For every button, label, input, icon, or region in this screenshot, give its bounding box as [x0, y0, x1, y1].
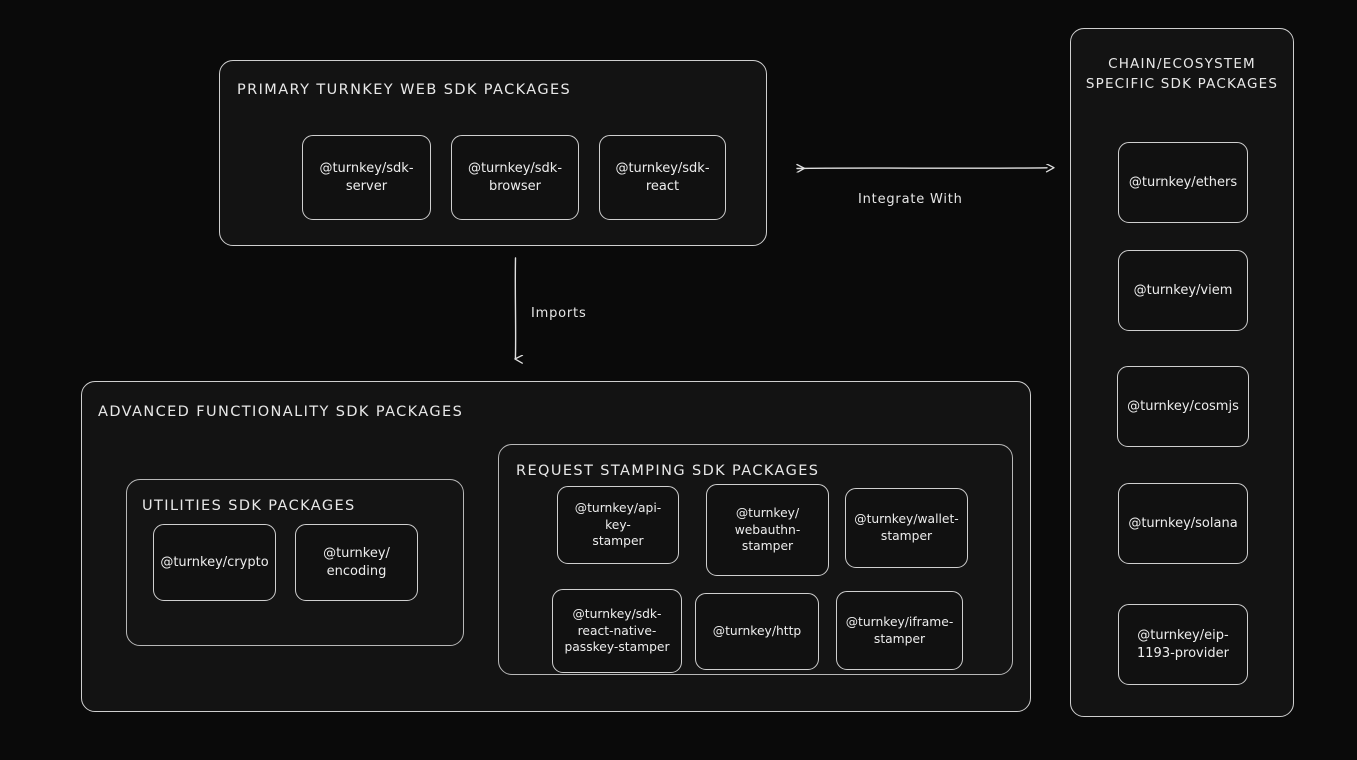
package-ethers[interactable]: @turnkey/ethers [1118, 142, 1248, 223]
group-utilities-sdk-title: UTILITIES SDK PACKAGES [142, 498, 356, 514]
connector-imports-label: Imports [531, 306, 587, 321]
package-sdk-react[interactable]: @turnkey/sdk- react [599, 135, 726, 220]
connector-integrate-with-label: Integrate With [858, 192, 963, 207]
group-primary-web-sdk[interactable]: PRIMARY TURNKEY WEB SDK PACKAGES @turnke… [219, 60, 767, 246]
package-solana[interactable]: @turnkey/solana [1118, 483, 1248, 564]
package-iframe-stamper[interactable]: @turnkey/iframe- stamper [836, 591, 963, 670]
package-viem[interactable]: @turnkey/viem [1118, 250, 1248, 331]
connector-integrate-with [788, 156, 1056, 180]
group-advanced-functionality-sdk[interactable]: ADVANCED FUNCTIONALITY SDK PACKAGES UTIL… [81, 381, 1031, 712]
package-api-key-stamper[interactable]: @turnkey/api-key- stamper [557, 486, 679, 564]
package-crypto[interactable]: @turnkey/crypto [153, 524, 276, 601]
connector-imports [505, 256, 527, 368]
package-eip-1193-provider[interactable]: @turnkey/eip- 1193-provider [1118, 604, 1248, 685]
group-request-stamping-sdk-title: REQUEST STAMPING SDK PACKAGES [516, 463, 820, 479]
group-chain-ecosystem-sdk[interactable]: CHAIN/ECOSYSTEM SPECIFIC SDK PACKAGES @t… [1070, 28, 1294, 717]
package-http[interactable]: @turnkey/http [695, 593, 819, 670]
group-advanced-functionality-sdk-title: ADVANCED FUNCTIONALITY SDK PACKAGES [98, 404, 464, 420]
package-wallet-stamper[interactable]: @turnkey/wallet- stamper [845, 488, 968, 568]
package-webauthn-stamper[interactable]: @turnkey/ webauthn- stamper [706, 484, 829, 576]
group-utilities-sdk[interactable]: UTILITIES SDK PACKAGES @turnkey/crypto @… [126, 479, 464, 646]
group-chain-ecosystem-sdk-title: CHAIN/ECOSYSTEM SPECIFIC SDK PACKAGES [1085, 56, 1279, 92]
package-encoding[interactable]: @turnkey/ encoding [295, 524, 418, 601]
group-request-stamping-sdk[interactable]: REQUEST STAMPING SDK PACKAGES @turnkey/a… [498, 444, 1013, 675]
package-sdk-browser[interactable]: @turnkey/sdk- browser [451, 135, 579, 220]
package-sdk-react-native-passkey-stamper[interactable]: @turnkey/sdk- react-native- passkey-stam… [552, 589, 682, 673]
package-cosmjs[interactable]: @turnkey/cosmjs [1117, 366, 1249, 447]
package-sdk-server[interactable]: @turnkey/sdk- server [302, 135, 431, 220]
group-primary-web-sdk-title: PRIMARY TURNKEY WEB SDK PACKAGES [237, 82, 572, 98]
